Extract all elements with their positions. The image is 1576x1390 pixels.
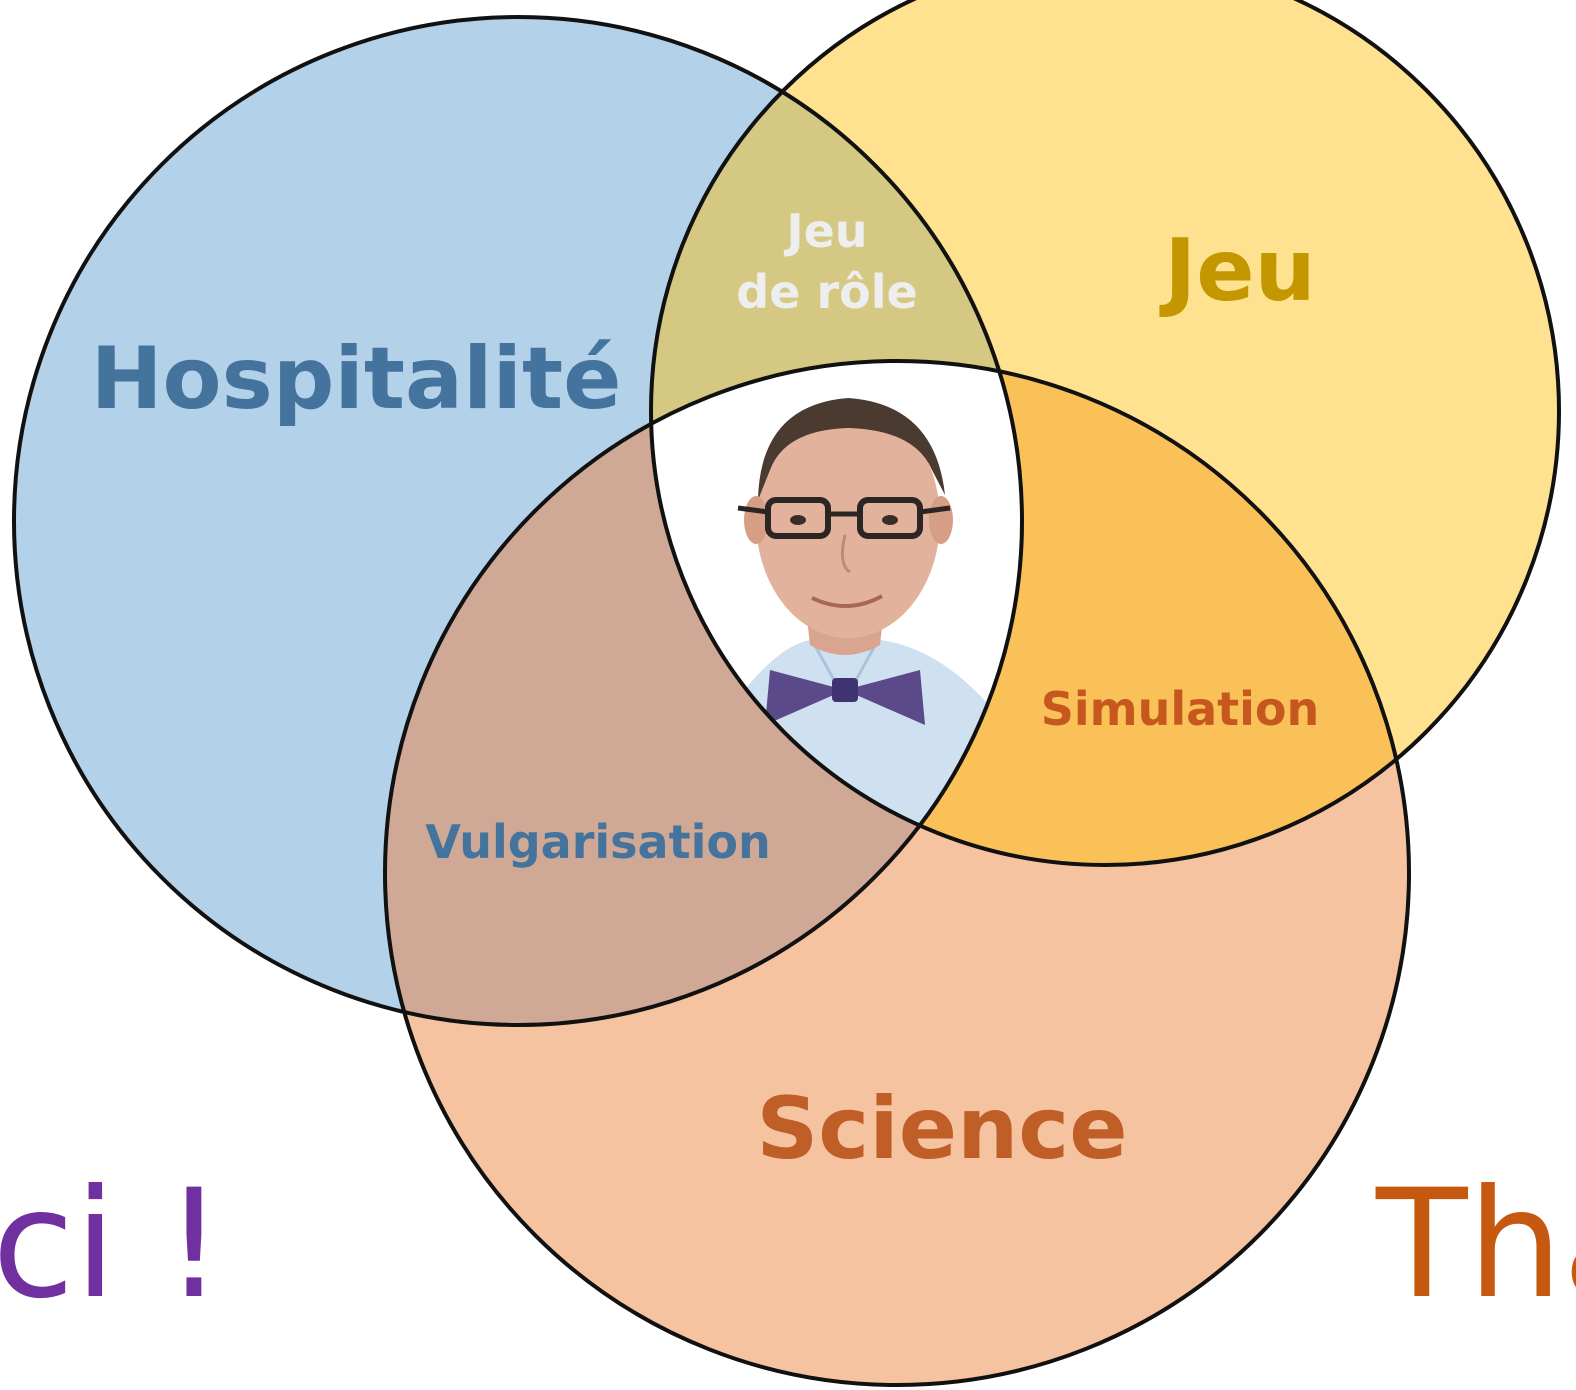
label-hospitalite: Hospitalité [91, 329, 622, 429]
label-jeu: Jeu [1159, 221, 1316, 321]
label-simulation: Simulation [1041, 682, 1320, 736]
side-text-left: ci ! [0, 1158, 224, 1332]
jeu-science-overlap [651, 361, 1409, 865]
label-vulgarisation: Vulgarisation [425, 815, 770, 869]
side-text-right: Tha [1375, 1158, 1576, 1332]
label-science: Science [756, 1079, 1127, 1179]
label-jeu-de-role-line2: de rôle [736, 265, 917, 319]
label-jeu-de-role-line1: Jeu [783, 204, 867, 258]
circle-outlines [12, 0, 1561, 1387]
